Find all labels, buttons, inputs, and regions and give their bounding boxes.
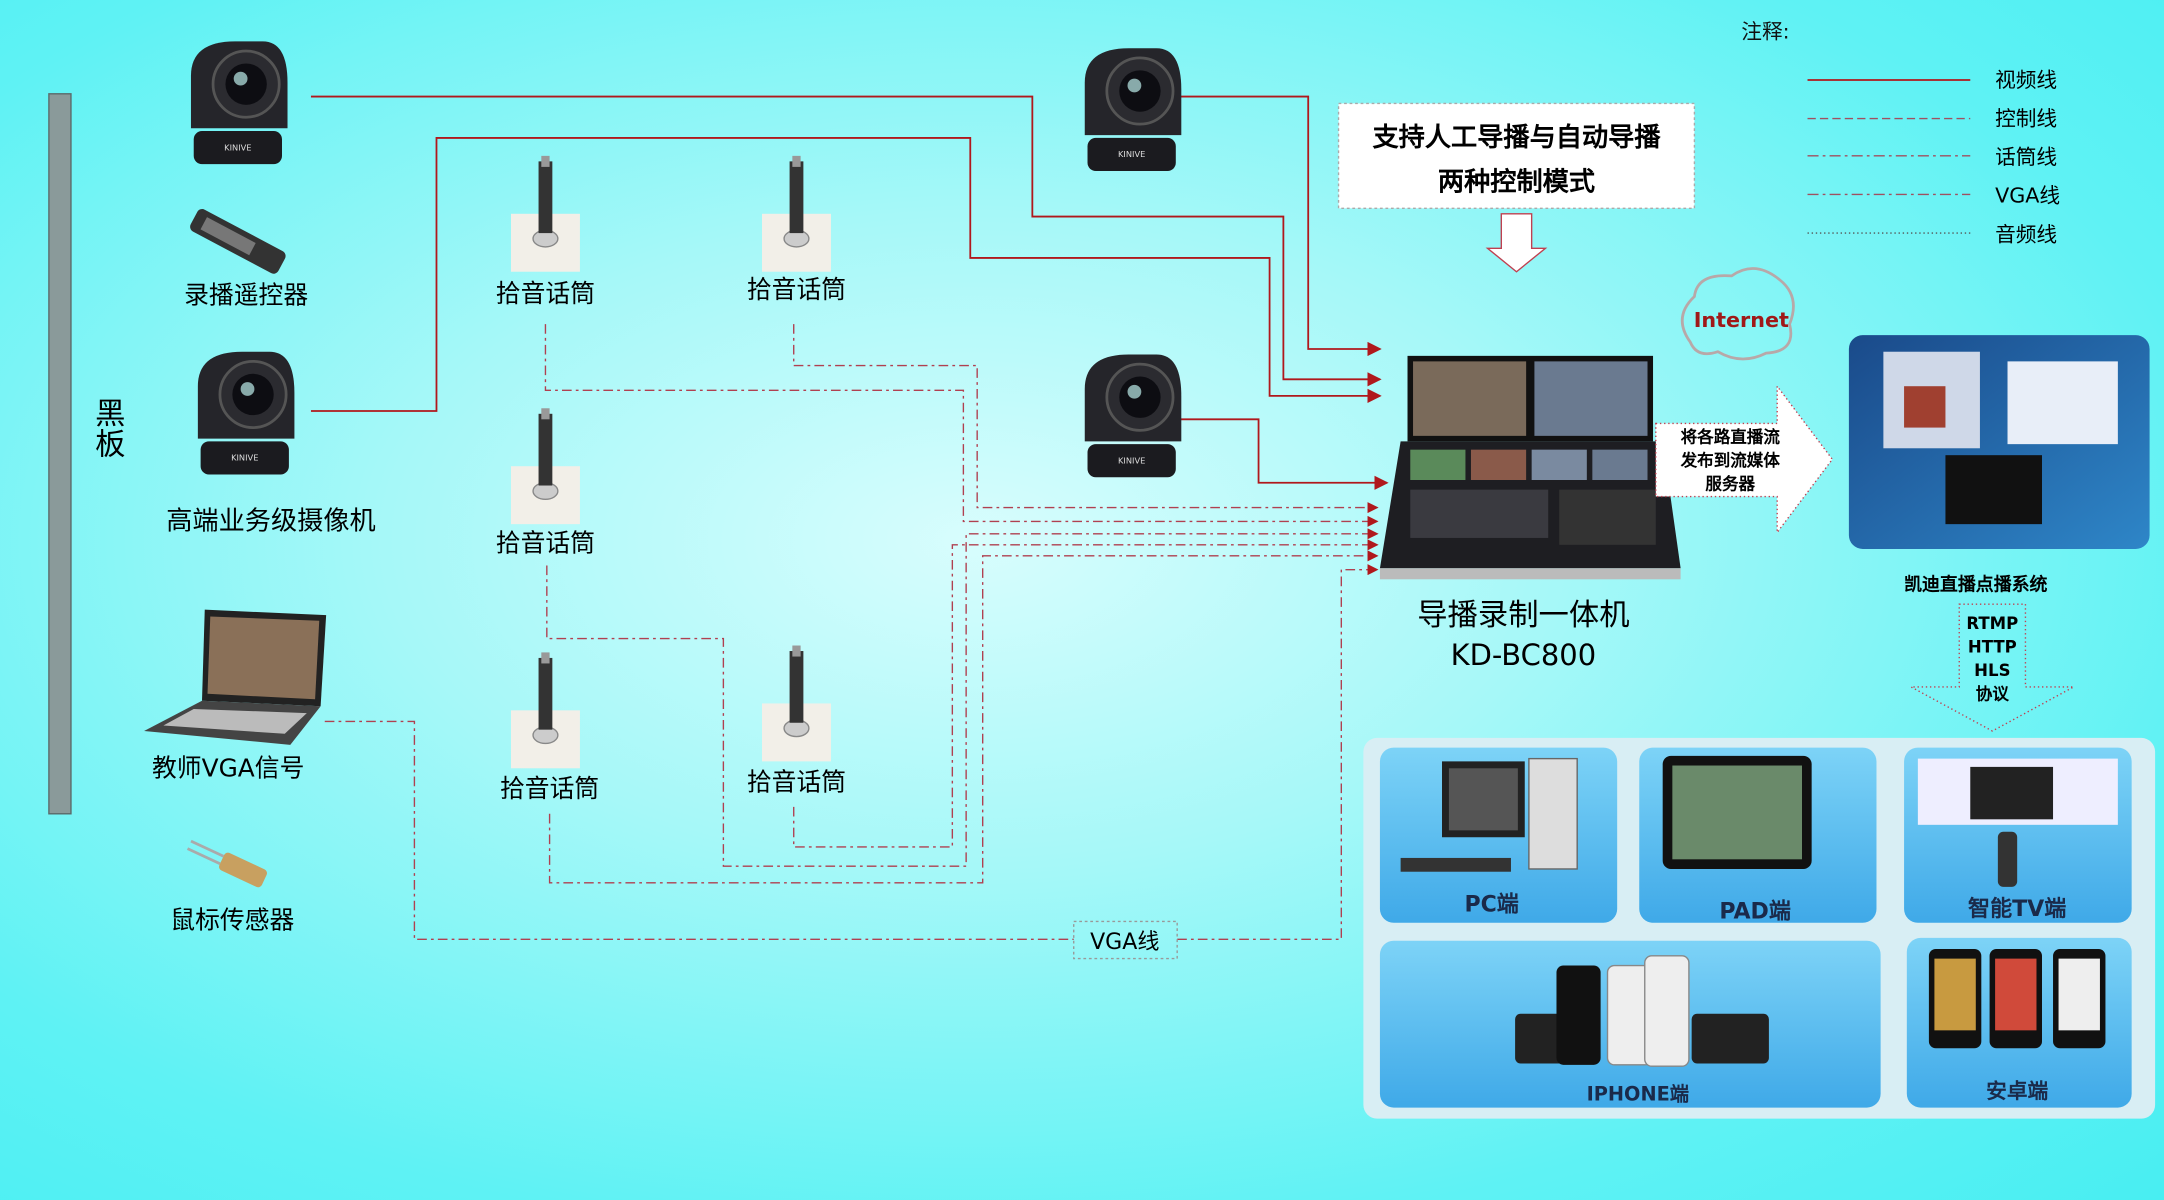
vga-line: [324, 564, 1379, 941]
legend-title: 注释:: [1741, 20, 1789, 44]
legend-label: 音频线: [1995, 222, 2057, 246]
mouse-sensor-icon: [186, 839, 267, 888]
mic-lines: [544, 324, 1379, 884]
video-lines: [310, 95, 1389, 490]
vga-line-label: VGA线: [1090, 930, 1159, 955]
client-pad: PAD端: [1639, 747, 1877, 925]
publish-line2: 发布到流媒体: [1680, 450, 1781, 470]
director-device-image: [1379, 355, 1681, 580]
mic-label: 拾音话筒: [500, 774, 599, 803]
client-label: 安卓端: [1986, 1079, 2048, 1103]
blackboard-label: 黑板: [89, 397, 125, 458]
laptop-icon: [144, 609, 327, 745]
microphone-icon: [510, 651, 581, 769]
client-label: IPHONE端: [1587, 1083, 1690, 1106]
mouse-sensor-label: 鼠标传感器: [170, 905, 294, 934]
client-label: PC端: [1464, 893, 1518, 918]
cloud-icon: [1680, 267, 1795, 361]
blackboard: [48, 93, 72, 815]
protocol: RTMP: [1966, 614, 2018, 633]
protocol: HTTP: [1968, 637, 2017, 656]
vga-label-box: [1073, 920, 1178, 960]
device-name: 导播录制一体机: [1417, 598, 1629, 633]
microphone-icon: [510, 155, 581, 273]
client-pc: PC端: [1379, 747, 1618, 923]
publish-line3: 服务器: [1705, 474, 1755, 494]
client-tv: 智能TV端: [1904, 747, 2132, 923]
client-android: 安卓端: [1906, 937, 2132, 1108]
legend-label: 话筒线: [1995, 145, 2057, 169]
camera-label: 高端业务级摄像机: [166, 507, 375, 537]
teacher-vga-label: 教师VGA信号: [152, 754, 304, 783]
camera-brand-label: KINIVE: [1118, 149, 1145, 159]
protocol: HLS: [1974, 661, 2010, 680]
server-label: 凯迪直播点播系统: [1904, 573, 2047, 595]
device-model: KD-BC800: [1451, 638, 1597, 672]
internet-label: Internet: [1694, 308, 1789, 332]
mode-box-line1: 支持人工导播与自动导播: [1372, 122, 1661, 153]
publish-line1: 将各路直播流: [1681, 427, 1781, 447]
protocol-arrow: [1910, 603, 2075, 732]
camera-brand-label: KINIVE: [1118, 455, 1145, 465]
legend-label: 控制线: [1995, 107, 2057, 131]
client-label: 智能TV端: [1968, 896, 2066, 922]
microphone-icon: [761, 644, 832, 763]
mode-box-line2: 两种控制模式: [1438, 167, 1595, 197]
mode-box: [1337, 102, 1696, 209]
mic-label: 拾音话筒: [747, 767, 846, 796]
legend-label: VGA线: [1995, 184, 2060, 208]
legend-label: 视频线: [1995, 68, 2057, 92]
mic-label: 拾音话筒: [496, 279, 595, 308]
remote-icon: [190, 209, 286, 274]
camera-brand-label: KINIVE: [224, 142, 251, 152]
client-label: PAD端: [1719, 900, 1791, 925]
microphone-icon: [761, 155, 832, 273]
legend: 注释: 视频线 控制线 话筒线 VGA线 音频线: [1741, 20, 2060, 247]
mic-label: 拾音话筒: [747, 275, 846, 304]
streaming-server-image: [1848, 335, 2150, 549]
camera-brand-label: KINIVE: [231, 453, 258, 463]
mic-label: 拾音话筒: [496, 529, 595, 558]
protocol: 协议: [1976, 683, 2010, 703]
down-arrow-icon: [1485, 213, 1548, 273]
publish-arrow: [1655, 384, 1834, 535]
microphone-icon: [510, 407, 581, 525]
remote-label: 录播遥控器: [184, 280, 308, 309]
client-iphone: IPHONE端: [1379, 940, 1881, 1108]
